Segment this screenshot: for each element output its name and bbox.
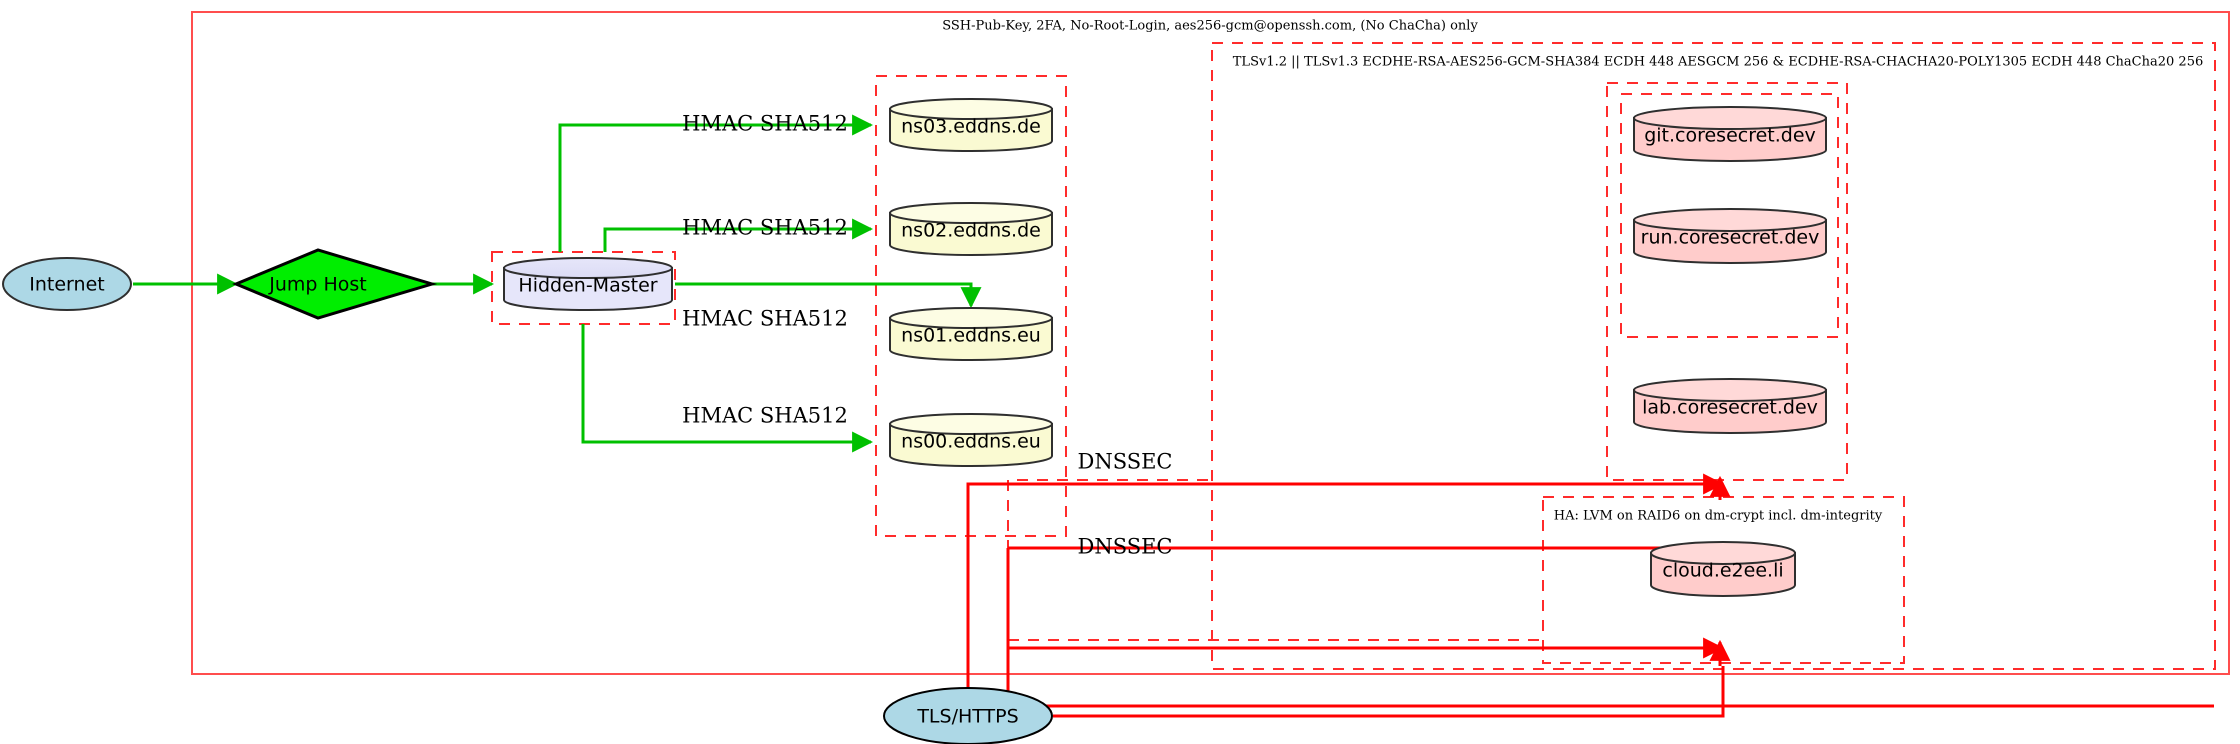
edge-hidden-master-ns03 xyxy=(558,114,874,252)
node-ns02-label: ns02.eddns.de xyxy=(901,220,1041,242)
node-git-coresecret-label: git.coresecret.dev xyxy=(1644,125,1816,147)
cluster-coresecret-box xyxy=(1606,82,1848,481)
edge-label-hmac-ns02: HMAC SHA512 xyxy=(682,216,848,240)
node-run-coresecret[interactable]: run.coresecret.dev xyxy=(1633,208,1827,264)
node-run-coresecret-label: run.coresecret.dev xyxy=(1641,227,1820,249)
node-cloud-e2ee[interactable]: cloud.e2ee.li xyxy=(1650,541,1796,597)
node-internet[interactable]: Internet xyxy=(2,257,132,311)
node-git-coresecret[interactable]: git.coresecret.dev xyxy=(1633,106,1827,162)
node-ns02[interactable]: ns02.eddns.de xyxy=(889,202,1053,256)
edge-label-dnssec-lower: DNSSEC xyxy=(1077,535,1172,559)
node-hidden-master-label: Hidden-Master xyxy=(518,275,657,297)
edge-label-dnssec-upper: DNSSEC xyxy=(1077,450,1172,474)
cluster-tls-box xyxy=(1211,42,2216,670)
edge-hidden-master-ns00 xyxy=(581,324,874,453)
node-ns01-label: ns01.eddns.eu xyxy=(901,325,1041,347)
cluster-gitrun-box xyxy=(1620,93,1839,338)
node-tls-https-label: TLS/HTTPS xyxy=(916,706,1018,728)
cluster-ssh-label: SSH-Pub-Key, 2FA, No-Root-Login, aes256-… xyxy=(942,19,1478,34)
edge-label-hmac-ns00: HMAC SHA512 xyxy=(682,404,848,428)
node-ns01[interactable]: ns01.eddns.eu xyxy=(889,307,1053,361)
edge-label-hmac-ns03: HMAC SHA512 xyxy=(682,112,848,136)
cluster-ssh-box xyxy=(191,11,2230,675)
edge-tls-https-right-rail xyxy=(1053,666,1725,718)
edge-hidden-master-ns02 xyxy=(603,218,874,252)
edge-label-hmac-ns01: HMAC SHA512 xyxy=(682,307,848,331)
cluster-nameservers-box xyxy=(875,75,1067,537)
node-internet-label: Internet xyxy=(29,274,104,296)
node-ns00-label: ns00.eddns.eu xyxy=(901,431,1041,453)
edge-hidden-master-ns01 xyxy=(675,282,982,309)
cluster-ha-label: HA: LVM on RAID6 on dm-crypt incl. dm-in… xyxy=(1554,509,1883,524)
cluster-tls-label: TLSv1.2 || TLSv1.3 ECDHE-RSA-AES256-GCM-… xyxy=(1233,55,2203,70)
edge-dnssec-lower xyxy=(1006,548,2214,708)
node-hidden-master[interactable]: Hidden-Master xyxy=(503,257,673,311)
node-ns03-label: ns03.eddns.de xyxy=(901,116,1041,138)
node-jump-host-label: Jump Host xyxy=(268,274,367,296)
node-cloud-e2ee-label: cloud.e2ee.li xyxy=(1662,560,1783,582)
cluster-ha-box xyxy=(1542,496,1905,664)
node-ns03[interactable]: ns03.eddns.de xyxy=(889,98,1053,152)
node-tls-https[interactable]: TLS/HTTPS xyxy=(883,687,1053,744)
node-lab-coresecret[interactable]: lab.coresecret.dev xyxy=(1633,378,1827,434)
node-ns00[interactable]: ns00.eddns.eu xyxy=(889,413,1053,467)
node-lab-coresecret-label: lab.coresecret.dev xyxy=(1642,397,1818,419)
node-jump-host[interactable]: Jump Host xyxy=(232,248,438,320)
